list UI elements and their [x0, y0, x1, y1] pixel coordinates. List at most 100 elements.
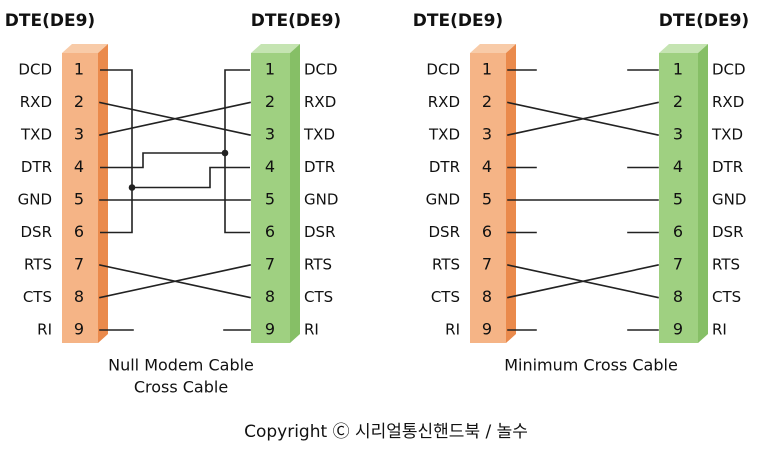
left-pin-number: 5 [482, 190, 492, 209]
right-signal-label: TXD [303, 126, 335, 144]
left-signal-label: DSR [21, 223, 53, 241]
right-signal-label: RI [304, 321, 319, 339]
left-signal-label: TXD [20, 126, 52, 144]
left-pin-number: 3 [482, 125, 492, 144]
right-pin-number: 6 [673, 222, 683, 241]
right-signal-label: CTS [304, 288, 333, 306]
left-connector-body [62, 53, 98, 343]
left-signal-label: DCD [18, 61, 52, 79]
left-connector-top-face [470, 44, 516, 53]
left-pin-number: 8 [74, 287, 84, 306]
right-pin-number: 7 [673, 255, 683, 274]
left-pin-number: 3 [74, 125, 84, 144]
left-signal-label: DCD [426, 61, 460, 79]
left-pin-number: 4 [74, 157, 84, 176]
right-pin-number: 9 [265, 320, 275, 339]
right-connector-side-face [698, 44, 708, 343]
copyright-notice: Copyright Ⓒ 시리얼통신핸드북 / 놀수 [244, 422, 528, 442]
left-signal-label: CTS [23, 288, 52, 306]
right-pin-number: 8 [673, 287, 683, 306]
left-signal-label: TXD [428, 126, 460, 144]
left-signal-label: GND [18, 191, 52, 209]
right-pin-number: 1 [265, 60, 275, 79]
right-signal-label: DTR [712, 158, 743, 176]
right-signal-label: GND [712, 191, 746, 209]
right-signal-label: RXD [304, 93, 336, 111]
left-pin-number: 7 [74, 255, 84, 274]
right-pin-number: 7 [265, 255, 275, 274]
left-pin-number: 1 [74, 60, 84, 79]
right-signal-label: DSR [712, 223, 744, 241]
wire-left-dtr-to-right-dcd-dsr [100, 152, 225, 169]
left-pin-number: 9 [482, 320, 492, 339]
left-connector-side-face [506, 44, 516, 343]
wire-txd-to-rxd [507, 101, 659, 136]
left-connector-top-face [62, 44, 108, 53]
right-pin-number: 1 [673, 60, 683, 79]
right-pin-number: 6 [265, 222, 275, 241]
right-signal-label: RI [712, 321, 727, 339]
junction-dot [128, 184, 136, 191]
wire-cts-to-rts [507, 264, 659, 299]
right-signal-label: GND [304, 191, 338, 209]
right-pin-number: 4 [265, 157, 275, 176]
left-connector-side-face [98, 44, 108, 343]
null-modem-cable-diagram: DTE(DE9) DTE(DE9) 1 DCD 1 DCD 2 RXD 2 RXD 3 TXD 3 TXD… [5, 11, 341, 397]
left-connector-title: DTE(DE9) [5, 11, 95, 31]
right-signal-label: DCD [712, 61, 746, 79]
left-pin-number: 2 [74, 92, 84, 111]
right-connector-title: DTE(DE9) [251, 11, 341, 31]
left-signal-label: RI [445, 321, 460, 339]
right-pin-number: 4 [673, 157, 683, 176]
right-pin-number: 8 [265, 287, 275, 306]
right-signal-label: DSR [304, 223, 336, 241]
junction-dot [221, 149, 229, 157]
right-signal-label: TXD [711, 126, 743, 144]
left-pin-number: 6 [482, 222, 492, 241]
left-signal-label: DTR [21, 158, 52, 176]
left-signal-label: RXD [20, 93, 52, 111]
right-pin-number: 2 [673, 92, 683, 111]
wire-cts-to-rts [99, 264, 251, 299]
right-connector-body [659, 53, 698, 343]
minimum-cross-cable-diagram: DTE(DE9) DTE(DE9) 1 DCD 1 DCD 2 RXD 2 RXD 3 TXD 3 TXD… [413, 11, 749, 375]
right-signal-label: CTS [712, 288, 741, 306]
right-connector-top-face [659, 44, 708, 53]
diagram-caption: Minimum Cross Cable [504, 356, 678, 375]
right-pin-number: 5 [265, 190, 275, 209]
left-pin-number: 7 [482, 255, 492, 274]
left-connector-title: DTE(DE9) [413, 11, 503, 31]
right-pin-number: 5 [673, 190, 683, 209]
diagram-caption: Cross Cable [134, 378, 228, 397]
right-signal-label: RTS [712, 256, 740, 274]
left-signal-label: RXD [428, 93, 460, 111]
wire-right-dcd-dsr-bridge [224, 69, 250, 234]
right-connector-title: DTE(DE9) [659, 11, 749, 31]
left-signal-label: CTS [431, 288, 460, 306]
right-connector-body [251, 53, 290, 343]
left-pin-number: 4 [482, 157, 492, 176]
right-pin-number: 3 [673, 125, 683, 144]
right-connector-top-face [251, 44, 300, 53]
right-signal-label: RTS [304, 256, 332, 274]
left-connector-body [470, 53, 506, 343]
wire-left-dcd-dsr-bridge [100, 69, 133, 234]
right-signal-label: DTR [304, 158, 335, 176]
left-pin-number: 8 [482, 287, 492, 306]
left-pin-number: 5 [74, 190, 84, 209]
right-connector-side-face [290, 44, 300, 343]
right-pin-number: 3 [265, 125, 275, 144]
right-signal-label: DCD [304, 61, 338, 79]
left-pin-number: 6 [74, 222, 84, 241]
left-pin-number: 9 [74, 320, 84, 339]
left-signal-label: DTR [429, 158, 460, 176]
diagram-caption: Null Modem Cable [108, 356, 254, 375]
right-pin-number: 2 [265, 92, 275, 111]
left-signal-label: RTS [432, 256, 460, 274]
left-pin-number: 1 [482, 60, 492, 79]
left-signal-label: RTS [24, 256, 52, 274]
left-pin-number: 2 [482, 92, 492, 111]
right-signal-label: RXD [712, 93, 744, 111]
right-pin-number: 9 [673, 320, 683, 339]
